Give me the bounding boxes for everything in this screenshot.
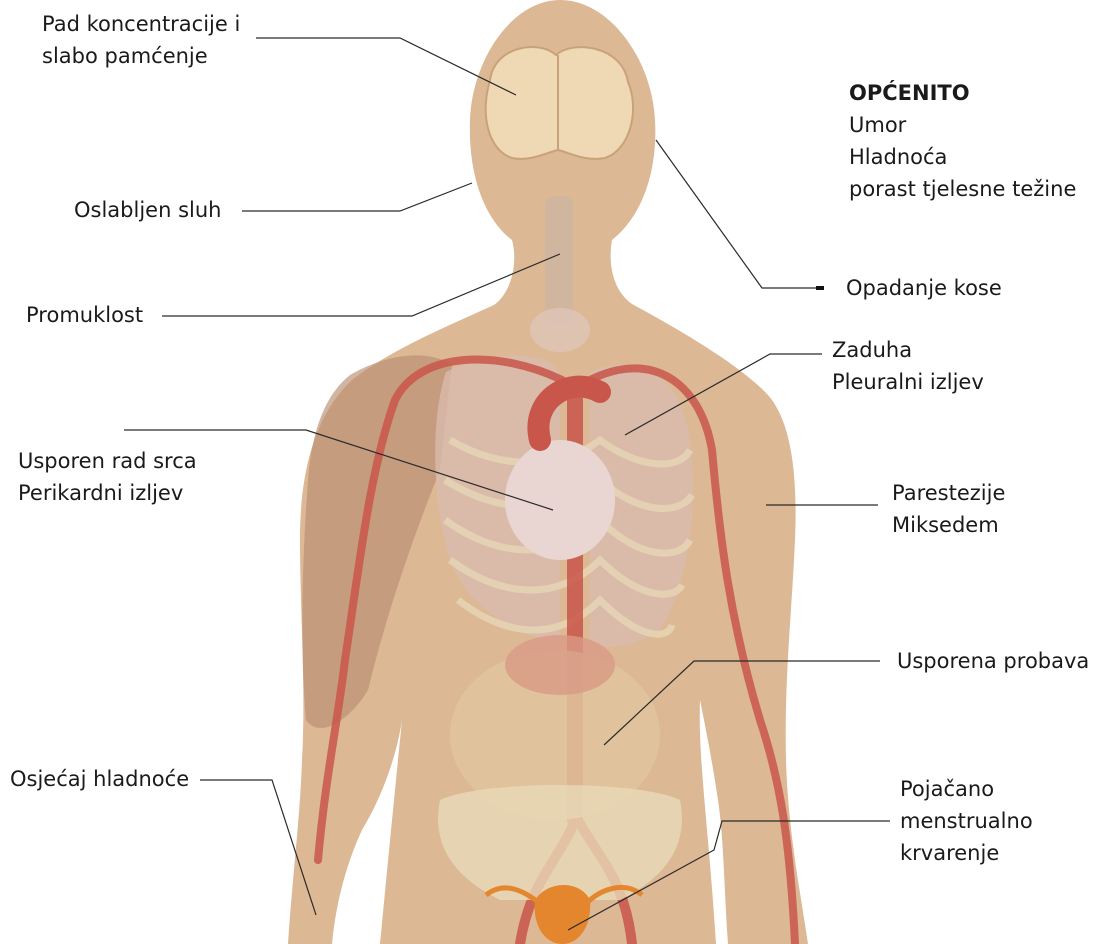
label-breathing-line1: Zaduha (832, 334, 984, 366)
label-heart-line1: Usporen rad srca (18, 445, 197, 477)
thyroid (530, 308, 590, 352)
label-breathing: Zaduha Pleuralni izljev (832, 334, 984, 398)
label-digestion: Usporena probava (897, 645, 1089, 677)
brain (486, 47, 633, 159)
leader-line-hair (656, 140, 820, 288)
label-hearing: Oslabljen sluh (74, 194, 221, 226)
label-concentration-line2: slabo pamćenje (42, 40, 240, 72)
label-hair-loss-line1: Opadanje kose (846, 272, 1002, 304)
label-menstrual-line2: menstrualno (900, 805, 1033, 837)
stomach (505, 635, 615, 695)
label-paresthesia-line1: Parestezije (892, 477, 1005, 509)
label-menstrual-line3: krvarenje (900, 837, 1033, 869)
trachea (545, 196, 573, 326)
general-item-2: Hladnoća (849, 141, 1076, 173)
label-cold-feeling: Osjećaj hladnoće (10, 763, 189, 795)
label-menstrual-line1: Pojačano (900, 773, 1033, 805)
label-concentration-line1: Pad koncentracije i (42, 8, 240, 40)
label-concentration: Pad koncentracije i slabo pamćenje (42, 8, 240, 72)
label-paresthesia: Parestezije Miksedem (892, 477, 1005, 541)
label-digestion-line1: Usporena probava (897, 645, 1089, 677)
label-paresthesia-line2: Miksedem (892, 509, 1005, 541)
leader-line-hearing (242, 183, 472, 211)
label-hearing-line1: Oslabljen sluh (74, 194, 221, 226)
label-cold-feeling-line1: Osjećaj hladnoće (10, 763, 189, 795)
general-item-3: porast tjelesne težine (849, 173, 1076, 205)
pelvis (438, 785, 682, 900)
label-heart-line2: Perikardni izljev (18, 477, 197, 509)
label-breathing-line2: Pleuralni izljev (832, 366, 984, 398)
label-menstrual: Pojačano menstrualno krvarenje (900, 773, 1033, 869)
general-symptoms: OPĆENITO Umor Hladnoća porast tjelesne t… (849, 77, 1076, 205)
general-title: OPĆENITO (849, 77, 1076, 109)
general-item-1: Umor (849, 109, 1076, 141)
label-hoarseness-line1: Promuklost (26, 299, 143, 331)
label-hair-loss: Opadanje kose (846, 272, 1002, 304)
label-hoarseness: Promuklost (26, 299, 143, 331)
hair-loss-bullet-dash (816, 286, 824, 290)
label-heart: Usporen rad srca Perikardni izljev (18, 445, 197, 509)
